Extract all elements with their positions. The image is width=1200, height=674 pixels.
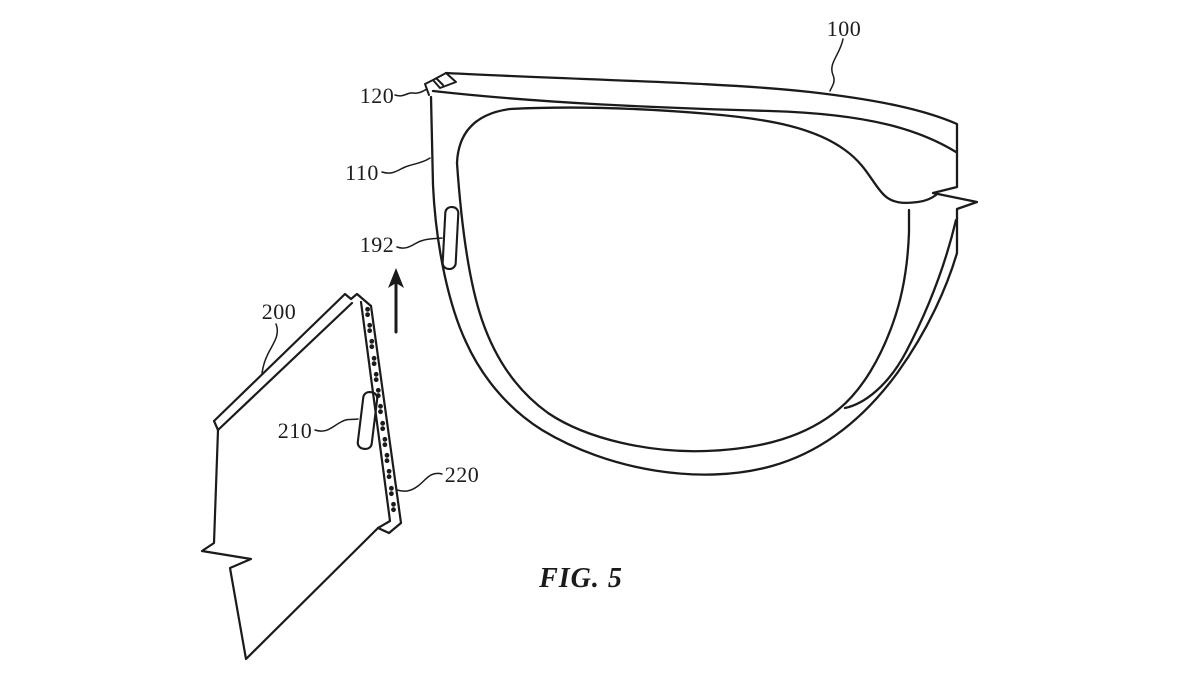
lens-bevel-edge bbox=[843, 218, 958, 410]
ref-label-210: 210 bbox=[277, 418, 313, 443]
leader-220 bbox=[396, 472, 443, 492]
insertion-arrow-head bbox=[388, 268, 404, 288]
leader-192 bbox=[396, 237, 443, 249]
panel-top-edge bbox=[212, 292, 373, 432]
fill-group bbox=[365, 268, 404, 513]
panel-dot-strip-220 bbox=[365, 306, 396, 513]
ref-label-120: 120 bbox=[359, 83, 395, 108]
lens-opening-bottom bbox=[455, 161, 911, 453]
ref-label-100: 100 bbox=[826, 16, 862, 41]
panel-slot-210 bbox=[356, 390, 379, 451]
figure-caption: FIG. 5 bbox=[539, 563, 623, 594]
panel-edge-strip bbox=[359, 300, 403, 535]
glasses-frame bbox=[424, 71, 979, 476]
ref-label-110: 110 bbox=[345, 160, 379, 185]
ref-label-192: 192 bbox=[359, 232, 395, 257]
ref-label-200: 200 bbox=[261, 299, 297, 324]
leader-110 bbox=[381, 157, 431, 174]
panel-front-face bbox=[200, 428, 380, 661]
frame-brow-inner-line bbox=[431, 89, 958, 154]
frame-slot-192 bbox=[441, 205, 460, 271]
leader-210 bbox=[314, 418, 359, 432]
lens-opening-top bbox=[455, 106, 938, 205]
leader-200 bbox=[261, 323, 279, 374]
frame-outer-outline bbox=[429, 71, 979, 476]
ref-label-220: 220 bbox=[444, 462, 480, 487]
leader-120 bbox=[394, 88, 428, 97]
ink-group bbox=[200, 38, 979, 661]
module-panel bbox=[200, 292, 403, 661]
leader-100 bbox=[829, 38, 844, 92]
leader-lines bbox=[261, 38, 844, 492]
